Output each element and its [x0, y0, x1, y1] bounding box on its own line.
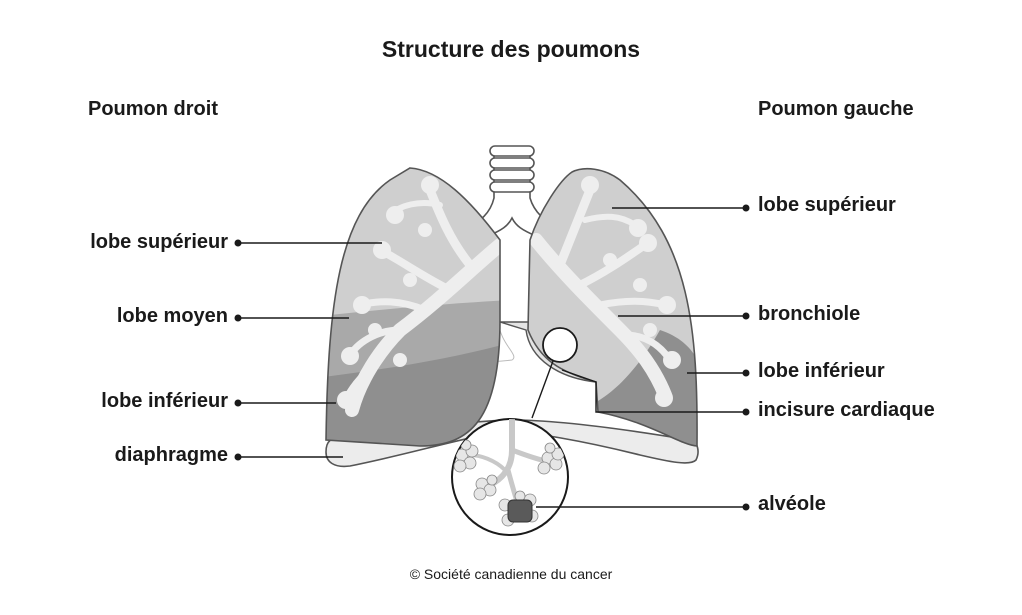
left-lung-heading: Poumon gauche — [758, 98, 914, 120]
label-left-upper-lobe: lobe supérieur — [758, 194, 896, 216]
right-lung-heading: Poumon droit — [88, 98, 218, 120]
left-lung — [528, 168, 698, 446]
label-right-lower-lobe: lobe inférieur — [101, 390, 228, 412]
label-diaphragm: diaphragme — [114, 444, 228, 466]
label-alveolus: alvéole — [758, 493, 826, 515]
alveolus-cutaway — [507, 499, 533, 523]
alveoli-zoom — [451, 418, 569, 536]
label-right-upper-lobe: lobe supérieur — [90, 231, 228, 253]
label-bronchiole: bronchiole — [758, 303, 861, 325]
zoom-marker — [542, 327, 578, 363]
label-cardiac-notch: incisure cardiaque — [758, 399, 935, 421]
copyright-credit: © Société canadienne du cancer — [409, 566, 613, 582]
label-left-lower-lobe: lobe inférieur — [758, 360, 885, 382]
diagram-title: Structure des poumons — [381, 36, 641, 62]
label-middle-lobe: lobe moyen — [116, 305, 228, 327]
